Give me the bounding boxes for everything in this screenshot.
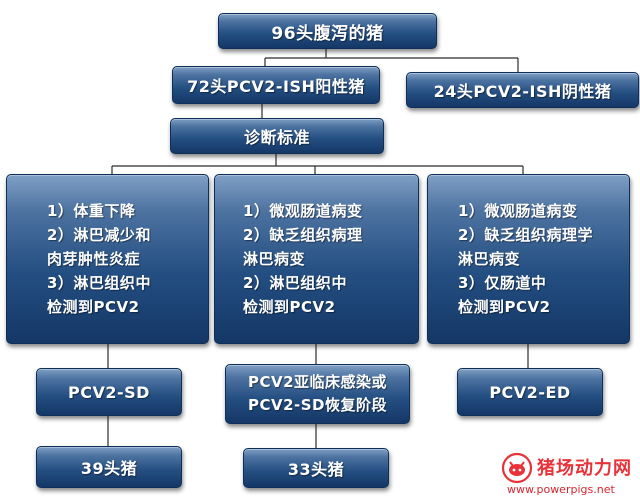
node-diagnosis-3: PCV2-ED [457,368,603,416]
node-negative-label: 24头PCV2-ISH阴性猪 [433,82,612,101]
node-count-2: 33头猪 [243,448,389,488]
criteria-1-line: 肉芽肿性炎症 [47,250,141,268]
watermark-text: 猪场动力网 [537,458,632,479]
node-root-label: 96头腹泻的猪 [271,23,384,44]
criteria-2-line: 2）缺乏组织病理 [243,226,363,244]
node-positive: 72头PCV2-ISH阳性猪 [172,66,380,104]
criteria-2-line: 检测到PCV2 [243,298,336,316]
criteria-2-line: 1）微观肠道病变 [243,202,363,220]
pig-logo-icon [501,452,533,484]
criteria-3-line: 检测到PCV2 [458,298,551,316]
node-diagnosis-2: PCV2亚临床感染或 PCV2-SD恢复阶段 [225,364,410,424]
criteria-1-line: 2）淋巴减少和 [47,226,151,244]
node-diagnosis-1-label: PCV2-SD [68,382,150,402]
node-positive-label: 72头PCV2-ISH阳性猪 [187,77,365,96]
criteria-2-list: 1）微观肠道病变 2）缺乏组织病理 淋巴病变 2）淋巴组织中 检测到PCV2 [243,199,362,319]
criteria-3-line: 3）仅肠道中 [458,274,547,292]
node-root: 96头腹泻的猪 [218,13,437,49]
node-count-1-label: 39头猪 [80,459,138,478]
criteria-3-line: 淋巴病变 [458,250,521,268]
criteria-3-list: 1）微观肠道病变 2）缺乏组织病理学 淋巴病变 3）仅肠道中 检测到PCV2 [458,199,593,319]
node-diagnosis-1: PCV2-SD [36,368,182,416]
criteria-1-list: 1）体重下降 2）淋巴减少和 肉芽肿性炎症 3）淋巴组织中 检测到PCV2 [47,199,151,319]
criteria-2-line: 淋巴病变 [243,250,306,268]
criteria-2-line: 2）淋巴组织中 [243,274,347,292]
node-criteria-header: 诊断标准 [170,118,384,154]
node-diagnosis-2-line: PCV2亚临床感染或 [247,373,388,391]
criteria-3-line: 2）缺乏组织病理学 [458,226,593,244]
criteria-1-line: 3）淋巴组织中 [47,274,151,292]
node-diagnosis-2-line: PCV2-SD恢复阶段 [247,396,388,414]
node-diagnosis-3-label: PCV2-ED [489,382,571,402]
node-count-2-label: 33头猪 [287,460,345,479]
node-negative: 24头PCV2-ISH阴性猪 [406,72,639,108]
node-criteria-header-label: 诊断标准 [243,128,310,147]
node-criteria-2: 1）微观肠道病变 2）缺乏组织病理 淋巴病变 2）淋巴组织中 检测到PCV2 [214,174,419,344]
criteria-3-line: 1）微观肠道病变 [458,202,578,220]
criteria-1-line: 检测到PCV2 [47,298,140,316]
node-criteria-3: 1）微观肠道病变 2）缺乏组织病理学 淋巴病变 3）仅肠道中 检测到PCV2 [427,174,630,344]
watermark-url: www.powerpigs.net [507,483,615,496]
node-criteria-1: 1）体重下降 2）淋巴减少和 肉芽肿性炎症 3）淋巴组织中 检测到PCV2 [6,174,209,344]
watermark: 猪场动力网 www.powerpigs.net [497,448,640,504]
criteria-1-line: 1）体重下降 [47,202,136,220]
node-count-1: 39头猪 [36,446,182,488]
